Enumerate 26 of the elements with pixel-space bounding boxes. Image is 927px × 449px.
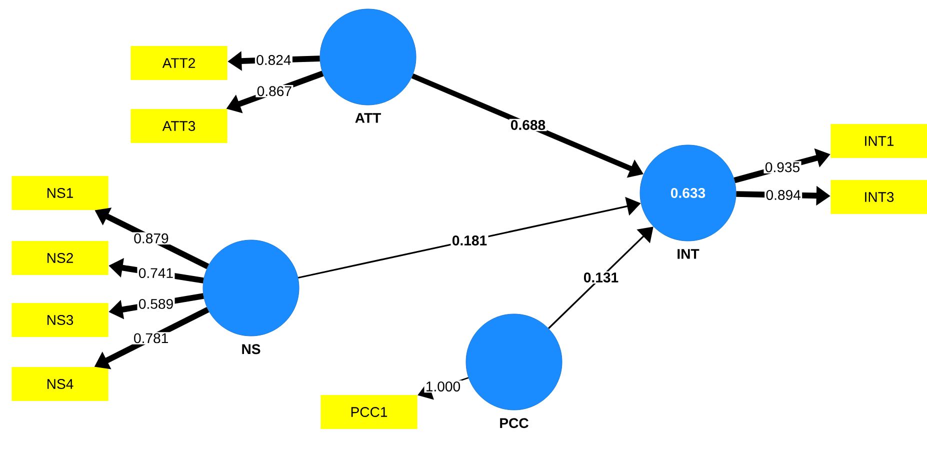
edge-label: 0.131: [582, 271, 620, 284]
edge-label: 0.935: [764, 161, 802, 174]
indicator-box: INT3: [830, 180, 927, 214]
edge-label: 0.781: [132, 332, 170, 344]
indicator-box: NS4: [12, 367, 108, 401]
indicator-box: ATT2: [130, 46, 228, 80]
construct-name: ATT: [355, 113, 381, 123]
indicator-box: NS2: [12, 241, 108, 275]
indicator-box: NS1: [12, 176, 108, 210]
construct-name: INT: [678, 249, 700, 259]
indicator-box: ATT3: [130, 109, 228, 143]
construct-name: PCC: [500, 418, 528, 428]
indicator-box: NS3: [12, 303, 108, 337]
edge-label: 0.181: [450, 234, 488, 247]
edge-label: 0.894: [764, 188, 802, 202]
edge-label: 0.824: [254, 54, 292, 66]
arrow: [548, 226, 654, 329]
construct-name: NS: [242, 344, 260, 354]
edge-label: 0.867: [256, 85, 294, 98]
edge-label: 1.000: [424, 380, 462, 393]
indicator-box: PCC1: [320, 395, 418, 429]
indicator-box: INT1: [830, 124, 927, 158]
edge-label: 0.741: [137, 266, 175, 280]
edge-label: 0.879: [132, 232, 170, 245]
edge-label: 0.688: [509, 118, 547, 132]
edge-label: 0.589: [137, 298, 175, 310]
